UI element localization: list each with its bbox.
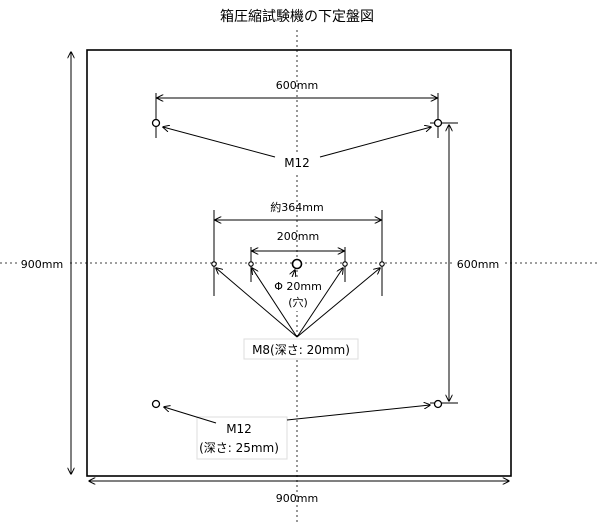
m8-leader-2 (252, 268, 298, 338)
m8-hole-inner-left (248, 261, 254, 267)
m12-hole-bottom-left (151, 399, 161, 409)
center-hole-label-2: (穴) (288, 295, 308, 309)
m12-bottom-label-1: M12 (226, 422, 252, 436)
m12-hole-bottom-right (433, 399, 443, 409)
center-hole-label-1: Φ 20mm (274, 280, 322, 293)
m8-label-box (243, 338, 359, 360)
m12-top-label: M12 (284, 156, 310, 170)
m12-bottom-label-2: (深さ: 25mm) (199, 441, 279, 455)
m8-leader-3 (296, 268, 343, 338)
m8-leader-1 (216, 268, 298, 338)
m8-hole-outer-right (379, 261, 385, 267)
m8-leader-4 (296, 268, 380, 338)
right-span-label: 600mm (457, 258, 499, 271)
m12-hole-top-left (151, 118, 161, 128)
m12-top-leader-left (163, 127, 276, 158)
m12-top-leader-right (319, 127, 431, 158)
m12-bottom-leader-right (286, 405, 430, 421)
m12-hole-top-right (433, 118, 443, 128)
outer-m8-span-label: 約364mm (270, 200, 323, 214)
plate-width-label: 900mm (276, 492, 318, 505)
m12-bottom-leader-left (164, 407, 217, 424)
m8-hole-outer-left (211, 261, 217, 267)
top-span-label: 600mm (276, 79, 318, 92)
drawing-title: 箱圧縮試験機の下定盤図 (220, 9, 374, 25)
m12-bottom-label-box (196, 416, 288, 460)
center-hole-leader (292, 270, 295, 278)
center-hole (291, 258, 303, 270)
m8-label: M8(深さ: 20mm) (252, 343, 350, 357)
plate-height-label: 900mm (21, 258, 63, 271)
inner-m8-span-label: 200mm (277, 230, 319, 243)
m8-hole-inner-right (342, 261, 348, 267)
